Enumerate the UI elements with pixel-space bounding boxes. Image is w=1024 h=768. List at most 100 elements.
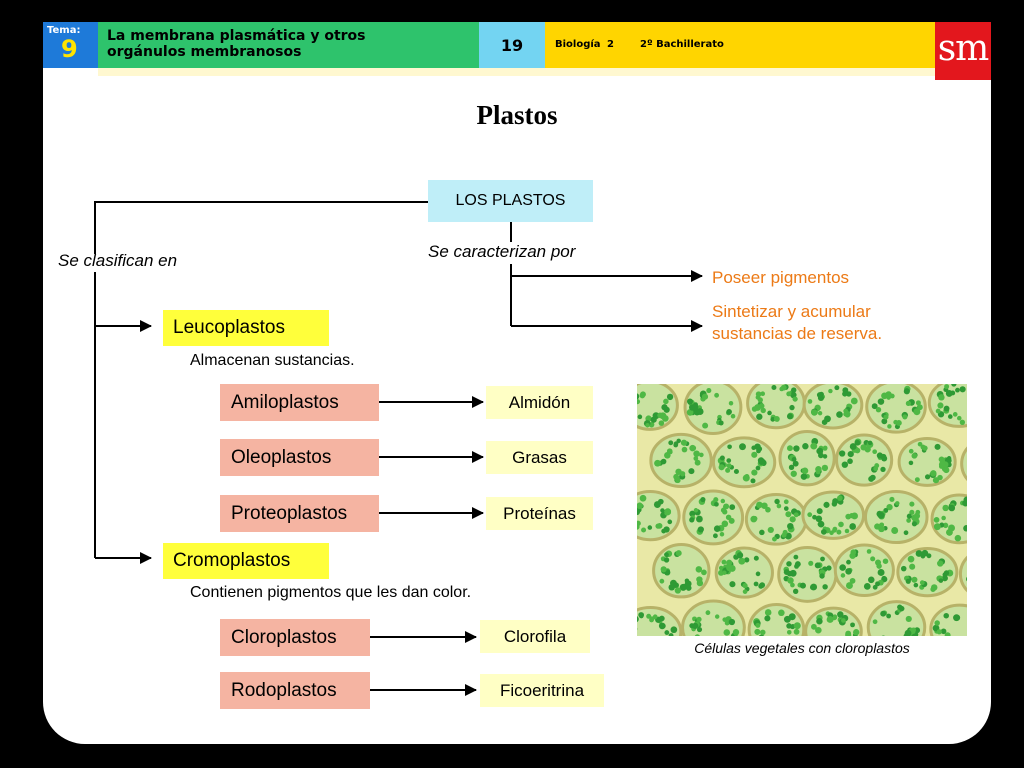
- chloroplast: [844, 410, 851, 418]
- chloroplast: [906, 513, 912, 519]
- chloroplast: [729, 581, 736, 588]
- chloroplast: [663, 526, 670, 533]
- chloroplast: [826, 565, 832, 571]
- chloroplast: [891, 527, 899, 535]
- chloroplast: [905, 615, 912, 623]
- chloroplast: [790, 470, 797, 477]
- chloroplast: [944, 632, 951, 636]
- chloroplast: [834, 385, 840, 391]
- chloroplast: [726, 458, 732, 463]
- chloroplast: [663, 398, 669, 405]
- chloroplast: [701, 569, 707, 576]
- chloroplast: [850, 622, 855, 628]
- chloroplast: [911, 633, 919, 636]
- chloroplast: [653, 501, 661, 509]
- chloroplast: [637, 414, 643, 420]
- chloroplast: [955, 387, 960, 393]
- chloroplast: [728, 618, 736, 626]
- chloroplast: [676, 438, 681, 444]
- chloroplast: [650, 416, 657, 423]
- chloroplast: [963, 496, 967, 504]
- chloroplast: [713, 525, 721, 532]
- chloroplast: [668, 633, 674, 636]
- chloroplast: [938, 461, 946, 468]
- chloroplast: [937, 560, 944, 567]
- chloroplast: [836, 411, 843, 418]
- chloroplast: [772, 536, 777, 542]
- chloroplast: [881, 575, 887, 581]
- chloroplast: [810, 442, 818, 450]
- chloroplast: [790, 582, 795, 588]
- topic-title-bar: La membrana plasmática y otros orgánulos…: [98, 22, 479, 68]
- chloroplast: [837, 611, 844, 618]
- chloroplast: [714, 614, 720, 619]
- chloroplast: [675, 550, 682, 557]
- chloroplast: [851, 512, 858, 520]
- leucoplastos-description: Almacenan sustancias.: [190, 352, 355, 369]
- chloroplast: [680, 439, 688, 446]
- chloroplast: [863, 583, 871, 590]
- chloroplast: [877, 511, 885, 519]
- chloroplast: [718, 420, 724, 426]
- chloroplast: [787, 522, 794, 530]
- chloroplast: [911, 627, 917, 633]
- chloroplast: [792, 396, 798, 402]
- chloroplast: [686, 409, 694, 416]
- chloroplast: [895, 501, 900, 506]
- chloroplast: [750, 478, 756, 484]
- chloroplast: [816, 392, 823, 398]
- branch-label-characteristics: Se caracterizan por: [428, 242, 576, 261]
- chloroplast: [791, 457, 797, 462]
- chloroplast: [786, 413, 793, 420]
- chloroplast: [919, 580, 925, 586]
- chloroplast: [948, 524, 955, 532]
- chloroplast: [666, 393, 674, 401]
- chloroplast: [933, 523, 941, 531]
- chloroplast: [713, 533, 718, 539]
- chloroplast: [880, 610, 887, 617]
- chloroplast: [903, 388, 910, 395]
- chloroplast: [637, 398, 641, 405]
- characteristic-reserves: Sintetizar y acumular sustancias de rese…: [712, 301, 882, 345]
- type-rodoplastos: Rodoplastos: [220, 672, 370, 709]
- plant-cell: [960, 446, 967, 482]
- chloroplast: [870, 556, 876, 562]
- chloroplast: [792, 588, 799, 594]
- chloroplast: [933, 517, 940, 523]
- chloroplast: [893, 419, 898, 425]
- chloroplast: [738, 557, 746, 565]
- chloroplast: [660, 566, 667, 573]
- chloroplast: [794, 561, 801, 567]
- chloroplast: [907, 555, 915, 563]
- chloroplast: [850, 397, 858, 405]
- chloroplast: [701, 393, 709, 400]
- chloroplast: [736, 552, 744, 559]
- chloroplast: [816, 447, 824, 455]
- chloroplast: [801, 467, 809, 475]
- chloroplast: [785, 511, 792, 518]
- chloroplast: [847, 450, 854, 458]
- chloroplast: [817, 410, 823, 416]
- chloroplast: [706, 388, 712, 394]
- chloroplast: [786, 561, 792, 567]
- plant-cell: [866, 600, 927, 636]
- chloroplast: [656, 523, 663, 529]
- chloroplast: [668, 440, 674, 446]
- chloroplast: [876, 563, 882, 569]
- chloroplast: [718, 565, 724, 571]
- chloroplast: [849, 443, 857, 450]
- chloroplast: [753, 555, 759, 561]
- chloroplast: [866, 549, 872, 554]
- chloroplast: [696, 626, 703, 633]
- chloroplast: [730, 413, 736, 419]
- chloroplast: [875, 406, 882, 413]
- class-cromoplastos: Cromoplastos: [163, 543, 329, 579]
- chloroplast: [783, 569, 790, 575]
- chloroplast: [754, 628, 761, 635]
- chloroplast: [915, 550, 923, 557]
- chloroplast: [668, 449, 673, 455]
- chloroplast: [637, 616, 639, 623]
- course-level: 2º Bachillerato: [640, 39, 724, 50]
- chloroplast: [938, 456, 945, 463]
- characteristic-reserves-line-1: Sintetizar y acumular: [712, 302, 871, 321]
